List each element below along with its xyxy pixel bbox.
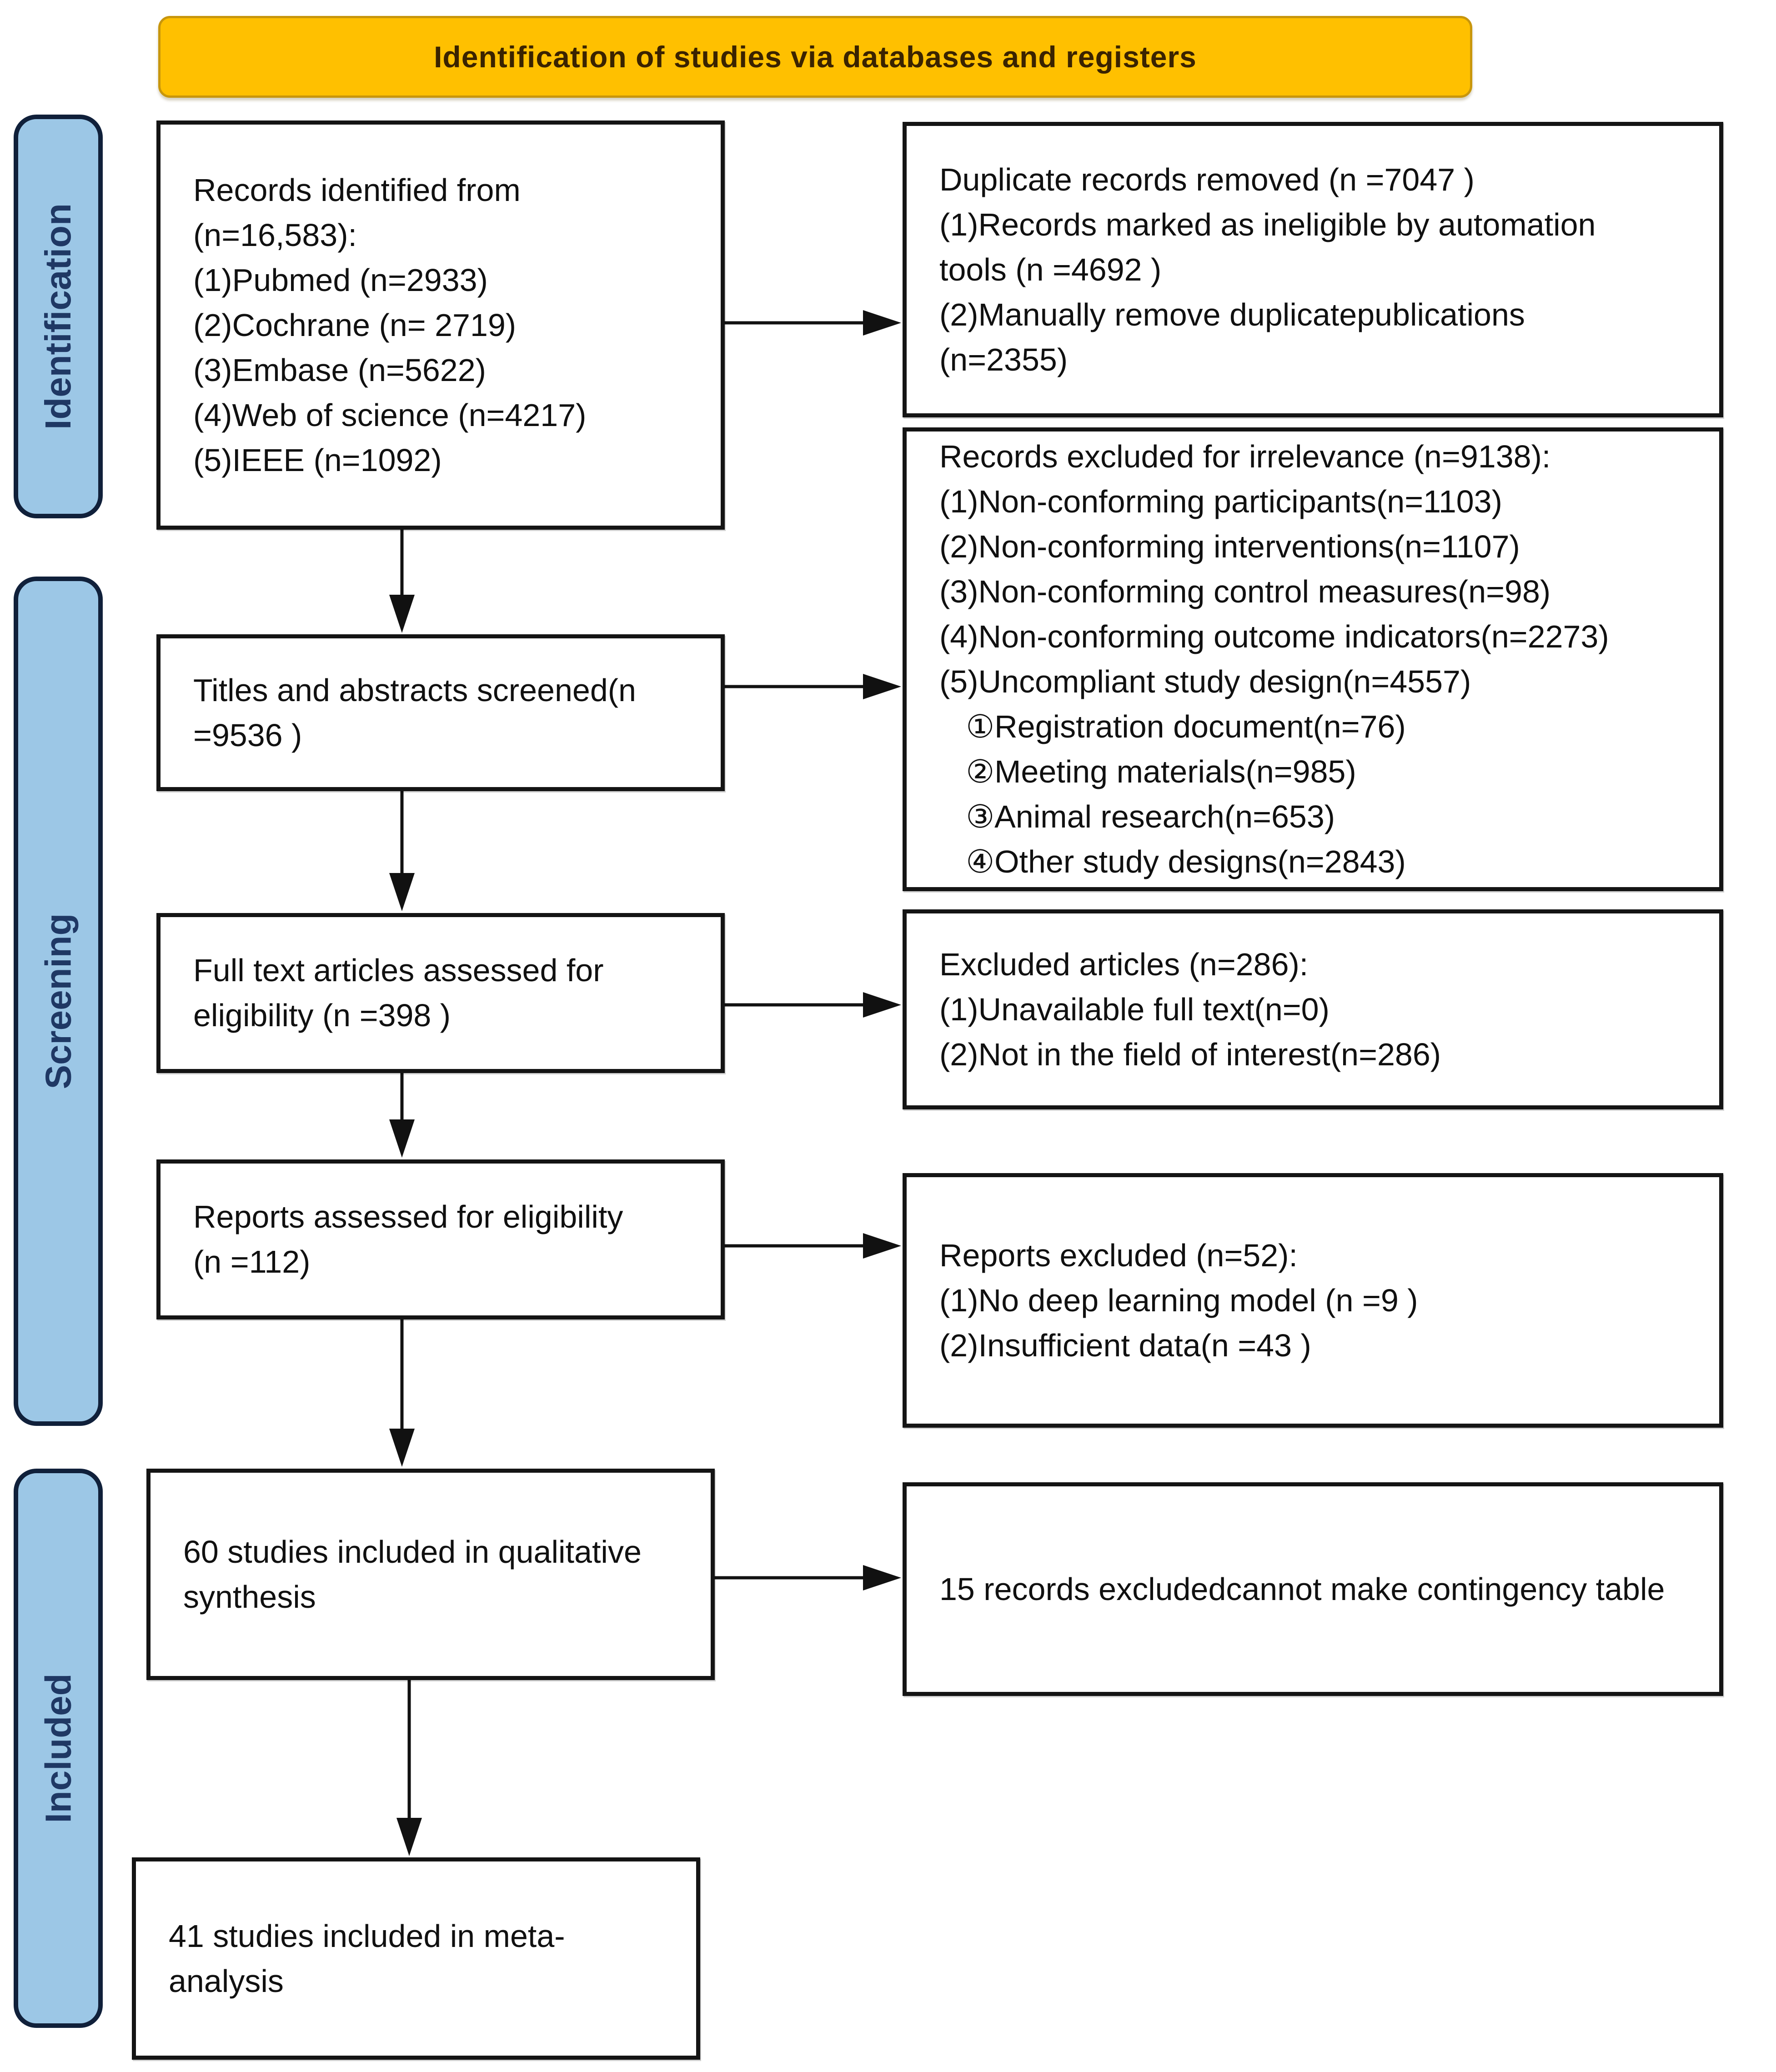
- duplicates-removed-text: Duplicate records removed (n =7047 ) (1)…: [939, 161, 1596, 377]
- arrow-records-to-duplicates: [725, 310, 901, 336]
- stage-label-identification: Identification: [14, 115, 103, 518]
- reports-excluded-box: Reports excluded (n=52): (1)No deep lear…: [903, 1173, 1723, 1428]
- excluded-articles-box: Excluded articles (n=286): (1)Unavailabl…: [903, 909, 1723, 1109]
- stage-label-identification-text: Identification: [38, 203, 78, 430]
- contingency-excluded-box: 15 records excludedcannot make contingen…: [903, 1482, 1723, 1696]
- qualitative-synthesis-box: 60 studies included in qualitative synth…: [146, 1469, 715, 1680]
- arrow-qualitative-to-meta: [396, 1680, 422, 1856]
- stage-label-screening-text: Screening: [38, 913, 79, 1089]
- titles-abstracts-screened-text: Titles and abstracts screened(n =9536 ): [193, 672, 636, 753]
- meta-analysis-box: 41 studies included in meta- analysis: [132, 1857, 700, 2060]
- diagram-title: Identification of studies via databases …: [434, 40, 1197, 74]
- titles-abstracts-screened-box: Titles and abstracts screened(n =9536 ): [156, 634, 725, 791]
- qualitative-synthesis-text: 60 studies included in qualitative synth…: [183, 1534, 642, 1615]
- records-excluded-irrelevance-text: Records excluded for irrelevance (n=9138…: [939, 439, 1609, 879]
- reports-excluded-text: Reports excluded (n=52): (1)No deep lear…: [939, 1237, 1418, 1363]
- arrow-titles-to-fulltext: [389, 791, 415, 911]
- diagram-header-banner: Identification of studies via databases …: [158, 16, 1472, 98]
- arrow-fulltext-to-excluded-articles: [725, 992, 901, 1018]
- reports-assessed-box: Reports assessed for eligibility (n =112…: [156, 1159, 725, 1319]
- arrow-reports-to-qualitative: [389, 1319, 415, 1467]
- records-excluded-irrelevance-box: Records excluded for irrelevance (n=9138…: [903, 427, 1723, 891]
- contingency-excluded-text: 15 records excludedcannot make contingen…: [939, 1571, 1665, 1607]
- stage-label-included: Included: [14, 1469, 103, 2028]
- records-identified-text: Records identified from (n=16,583): (1)P…: [193, 172, 587, 478]
- arrow-fulltext-to-reports: [389, 1073, 415, 1158]
- duplicates-removed-box: Duplicate records removed (n =7047 ) (1)…: [903, 122, 1723, 417]
- meta-analysis-text: 41 studies included in meta- analysis: [169, 1918, 565, 1999]
- reports-assessed-text: Reports assessed for eligibility (n =112…: [193, 1199, 623, 1279]
- full-text-assessed-box: Full text articles assessed for eligibil…: [156, 913, 725, 1073]
- records-identified-box: Records identified from (n=16,583): (1)P…: [156, 120, 725, 530]
- arrow-records-to-titles: [389, 530, 415, 633]
- arrow-reports-to-reports-excluded: [725, 1233, 901, 1259]
- stage-label-included-text: Included: [38, 1673, 78, 1823]
- arrow-titles-to-irrelevance: [725, 674, 901, 699]
- arrow-qualitative-to-contingency: [715, 1565, 901, 1590]
- stage-label-screening: Screening: [14, 577, 103, 1426]
- full-text-assessed-text: Full text articles assessed for eligibil…: [193, 953, 604, 1033]
- excluded-articles-text: Excluded articles (n=286): (1)Unavailabl…: [939, 946, 1441, 1072]
